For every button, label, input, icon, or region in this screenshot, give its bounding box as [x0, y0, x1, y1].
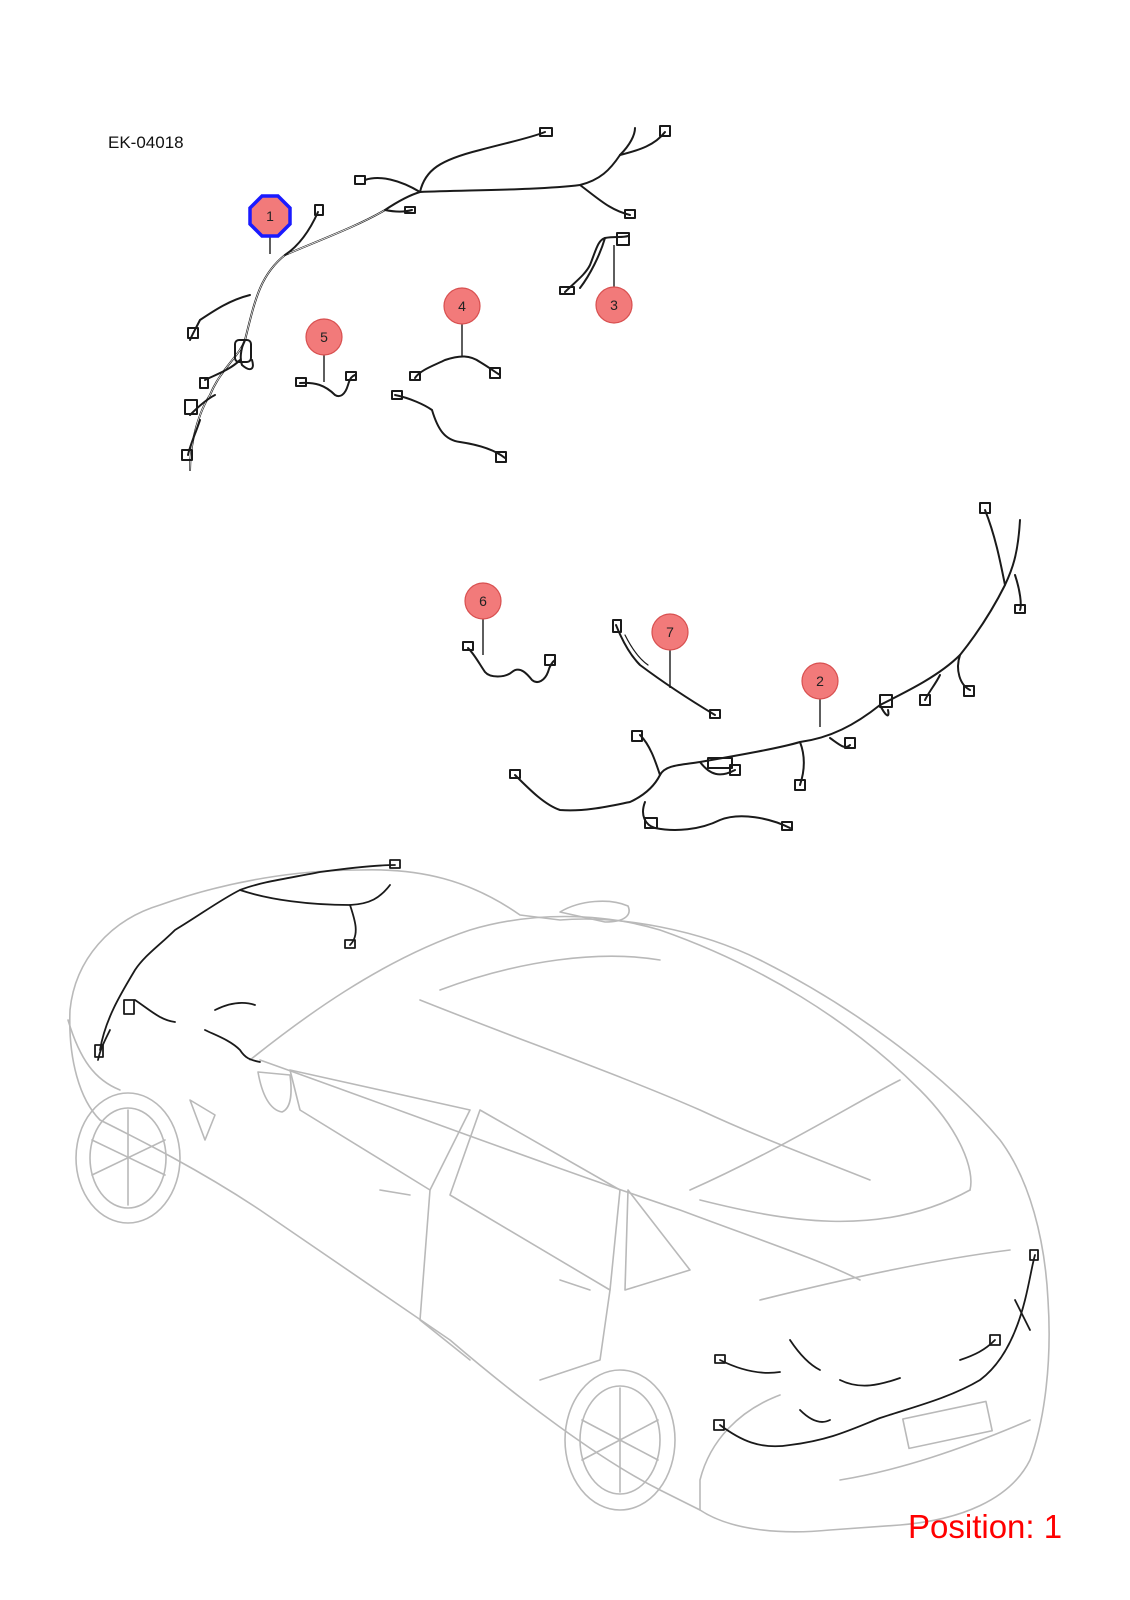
callout-3-badge[interactable]	[595, 286, 633, 324]
harness-2	[509, 502, 1026, 831]
callout-5-label: 5	[320, 329, 328, 345]
callout-2-badge[interactable]	[801, 662, 839, 700]
position-indicator: Position: 1	[908, 1508, 1063, 1545]
callout-5[interactable]: 5	[305, 318, 343, 382]
callout-6[interactable]: 6	[464, 582, 502, 655]
callout-7-label: 7	[666, 624, 674, 640]
vehicle-outline	[67, 868, 1050, 1533]
harness-7	[612, 619, 721, 719]
callout-4-badge[interactable]	[443, 287, 481, 325]
callout-3-label: 3	[610, 297, 618, 313]
vehicle-harness-front	[94, 859, 401, 1063]
harness-3	[559, 232, 630, 295]
callout-3[interactable]: 3	[595, 245, 633, 324]
callout-6-badge[interactable]	[464, 582, 502, 620]
callout-7-badge[interactable]	[651, 613, 689, 651]
callouts: 1 2 3 4 5 6	[248, 194, 839, 727]
drawing-code: EK-04018	[108, 133, 184, 152]
callout-7[interactable]: 7	[651, 613, 689, 688]
callout-1-badge[interactable]	[248, 194, 292, 238]
callout-2-label: 2	[816, 673, 824, 689]
callout-6-label: 6	[479, 593, 487, 609]
harness-6	[462, 641, 556, 683]
callout-4-label: 4	[458, 298, 466, 314]
callout-1[interactable]: 1	[248, 194, 292, 254]
harness-5	[295, 371, 357, 398]
callout-2[interactable]: 2	[801, 662, 839, 727]
harness-1	[181, 125, 671, 471]
callout-1-label: 1	[266, 208, 274, 224]
harness-4	[391, 355, 507, 463]
callout-4[interactable]: 4	[443, 287, 481, 356]
callout-5-badge[interactable]	[305, 318, 343, 356]
vehicle-harness-rear	[713, 1249, 1039, 1448]
